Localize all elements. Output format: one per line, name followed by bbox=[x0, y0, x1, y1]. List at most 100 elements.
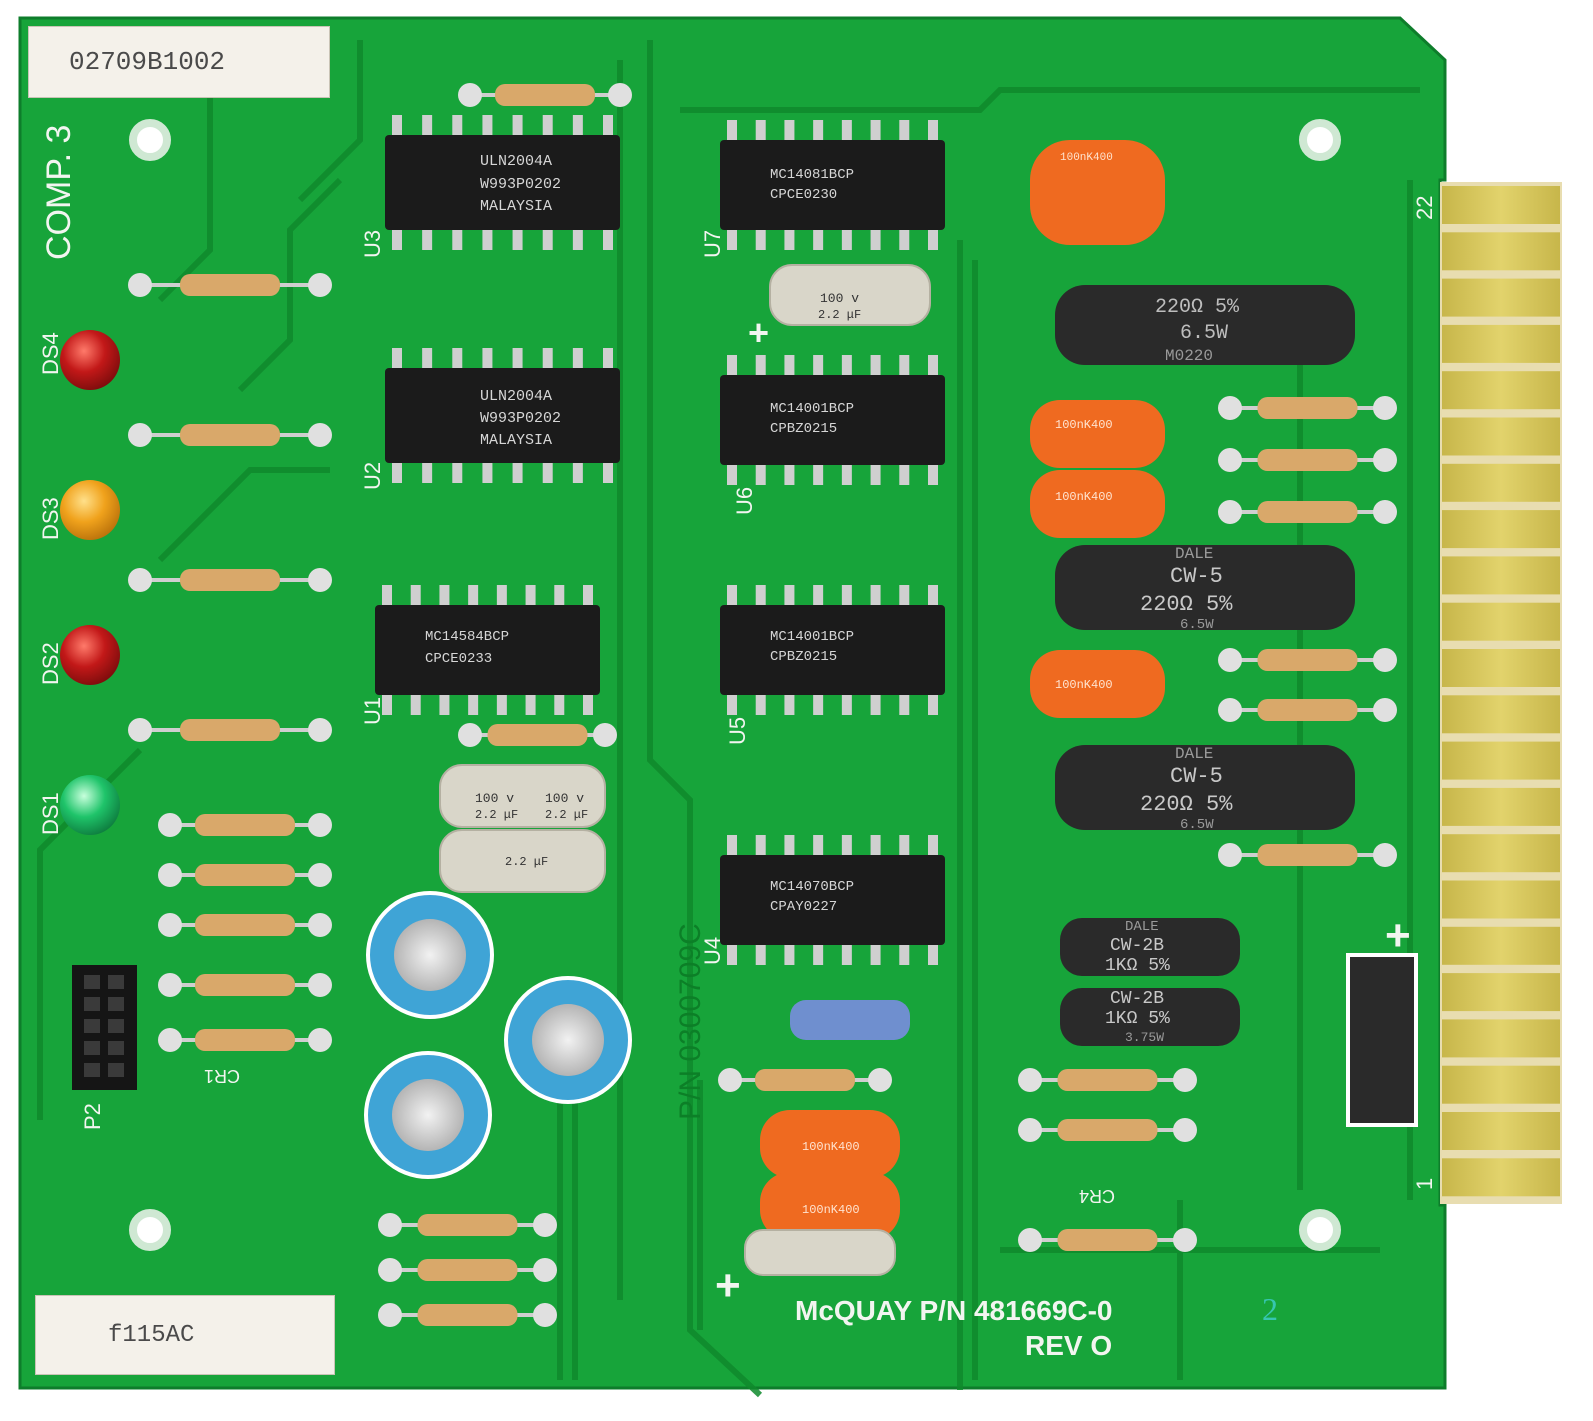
film-cap bbox=[760, 1172, 900, 1240]
resistor-body bbox=[195, 974, 295, 996]
film-cap bbox=[1030, 140, 1165, 245]
silkscreen-text: COMP. 3 DS4 DS3 DS2 DS1 U3 U2 U1 U7 U6 U… bbox=[38, 125, 1437, 1361]
vertical-part-number: P/N 0300709C bbox=[674, 923, 707, 1120]
ic-pin bbox=[841, 943, 852, 965]
header-pin bbox=[108, 997, 124, 1011]
ic-pin bbox=[542, 228, 553, 250]
ic-pin bbox=[784, 693, 795, 715]
solder-pad bbox=[128, 568, 152, 592]
ic-pin bbox=[439, 693, 450, 715]
ic-ref-u4: U4 bbox=[700, 937, 725, 965]
solder-pad bbox=[128, 718, 152, 742]
polarized-connector bbox=[1346, 953, 1418, 1127]
edge-finger bbox=[1442, 278, 1560, 317]
edge-pin-22: 22 bbox=[1412, 196, 1437, 220]
edge-finger bbox=[1442, 1065, 1560, 1104]
solder-pad bbox=[1218, 500, 1242, 524]
power-resistor-1-mid: 220Ω 5% bbox=[1155, 296, 1240, 319]
electrolytic-caps bbox=[364, 891, 632, 1179]
ic-pin bbox=[542, 348, 553, 370]
ic-body bbox=[375, 605, 600, 695]
solder-pad bbox=[158, 973, 182, 997]
ic-pin bbox=[899, 463, 910, 485]
connector-ref-p2: P2 bbox=[80, 1103, 105, 1130]
ic-ref-u5: U5 bbox=[725, 717, 750, 745]
ic-pin bbox=[784, 463, 795, 485]
led-ds2 bbox=[60, 625, 120, 685]
ic-pin bbox=[841, 228, 852, 250]
resistor-body bbox=[1257, 501, 1358, 523]
power-resistor-5-bottom: 1KΩ 5% bbox=[1105, 1009, 1170, 1029]
tant-cap-value: 2.2 μF bbox=[545, 808, 588, 822]
ic-ref-u1: U1 bbox=[360, 697, 385, 725]
power-resistor-2 bbox=[1055, 545, 1355, 630]
tant-cap-value: 2.2 μF bbox=[818, 308, 861, 322]
resistor-body bbox=[1057, 1119, 1158, 1141]
ic-body bbox=[720, 855, 945, 945]
power-resistor-5-mid: CW-2B bbox=[1110, 989, 1164, 1009]
ic-pin bbox=[542, 461, 553, 483]
solder-pad bbox=[458, 83, 482, 107]
ic-pin bbox=[928, 943, 938, 965]
ic-pin bbox=[452, 115, 463, 137]
ic-pin bbox=[784, 835, 795, 857]
solder-pad bbox=[1173, 1228, 1197, 1252]
ic-pin bbox=[755, 693, 766, 715]
ic-pin bbox=[422, 115, 433, 137]
solder-pad bbox=[1018, 1068, 1042, 1092]
ic-ref-u2: U2 bbox=[360, 462, 385, 490]
ic-pin bbox=[755, 943, 766, 965]
solder-pad bbox=[533, 1303, 557, 1327]
code-sticker: f115AC bbox=[35, 1295, 335, 1375]
solder-pad bbox=[128, 423, 152, 447]
solder-pad bbox=[378, 1303, 402, 1327]
power-resistor-4-mid: CW-2B bbox=[1110, 936, 1164, 956]
solder-pad bbox=[1373, 448, 1397, 472]
ic-ref-u3: U3 bbox=[360, 230, 385, 258]
plus-mark: + bbox=[748, 312, 769, 353]
edge-finger bbox=[1442, 417, 1560, 456]
power-resistor-2-mid: CW-5 bbox=[1170, 564, 1223, 589]
edge-finger bbox=[1442, 186, 1560, 224]
led-ref-ds2: DS2 bbox=[38, 642, 63, 685]
ic-pin bbox=[755, 585, 766, 607]
solder-pad bbox=[1218, 648, 1242, 672]
ic-pin bbox=[422, 228, 433, 250]
ic-pin bbox=[727, 463, 737, 485]
solder-pad bbox=[458, 723, 482, 747]
resistor-body bbox=[1057, 1229, 1158, 1251]
power-resistor-3-top: DALE bbox=[1175, 745, 1213, 763]
ic-pin bbox=[813, 120, 824, 142]
edge-finger bbox=[1442, 926, 1560, 965]
resistor-body bbox=[417, 1304, 518, 1326]
resistor-body bbox=[195, 1029, 295, 1051]
film-cap-label: 100nK400 bbox=[802, 1140, 860, 1154]
ic-pin bbox=[928, 835, 938, 857]
ic-u6-line2: CPBZ0215 bbox=[770, 421, 837, 437]
axial-resistors bbox=[128, 83, 1397, 1327]
ic-pin bbox=[392, 228, 402, 250]
solder-pad bbox=[1373, 396, 1397, 420]
component-text: ULN2004A W993P0202 MALAYSIA ULN2004A W99… bbox=[425, 152, 1240, 1217]
solder-pad bbox=[1218, 448, 1242, 472]
film-cap-label: 100nK400 bbox=[1055, 678, 1113, 692]
ic-pin bbox=[410, 693, 421, 715]
ic-pin bbox=[755, 228, 766, 250]
ic-pin bbox=[496, 585, 507, 607]
edge-finger bbox=[1442, 1019, 1560, 1058]
ic-pin bbox=[899, 120, 910, 142]
power-resistor-2-bottom: 220Ω 5% bbox=[1140, 592, 1233, 617]
film-cap bbox=[760, 1110, 900, 1178]
ic-pin bbox=[755, 120, 766, 142]
ic-u2-line3: MALAYSIA bbox=[480, 432, 552, 449]
ic-pin bbox=[452, 348, 463, 370]
header-pin bbox=[108, 1041, 124, 1055]
ic-pin bbox=[784, 943, 795, 965]
revision: REV O bbox=[1025, 1330, 1112, 1361]
power-resistor-2-top: DALE bbox=[1175, 545, 1213, 563]
edge-finger bbox=[1442, 602, 1560, 641]
ic-pin bbox=[899, 693, 910, 715]
solder-pad bbox=[1173, 1068, 1197, 1092]
ic-pin bbox=[603, 228, 613, 250]
ic-pin bbox=[870, 943, 881, 965]
